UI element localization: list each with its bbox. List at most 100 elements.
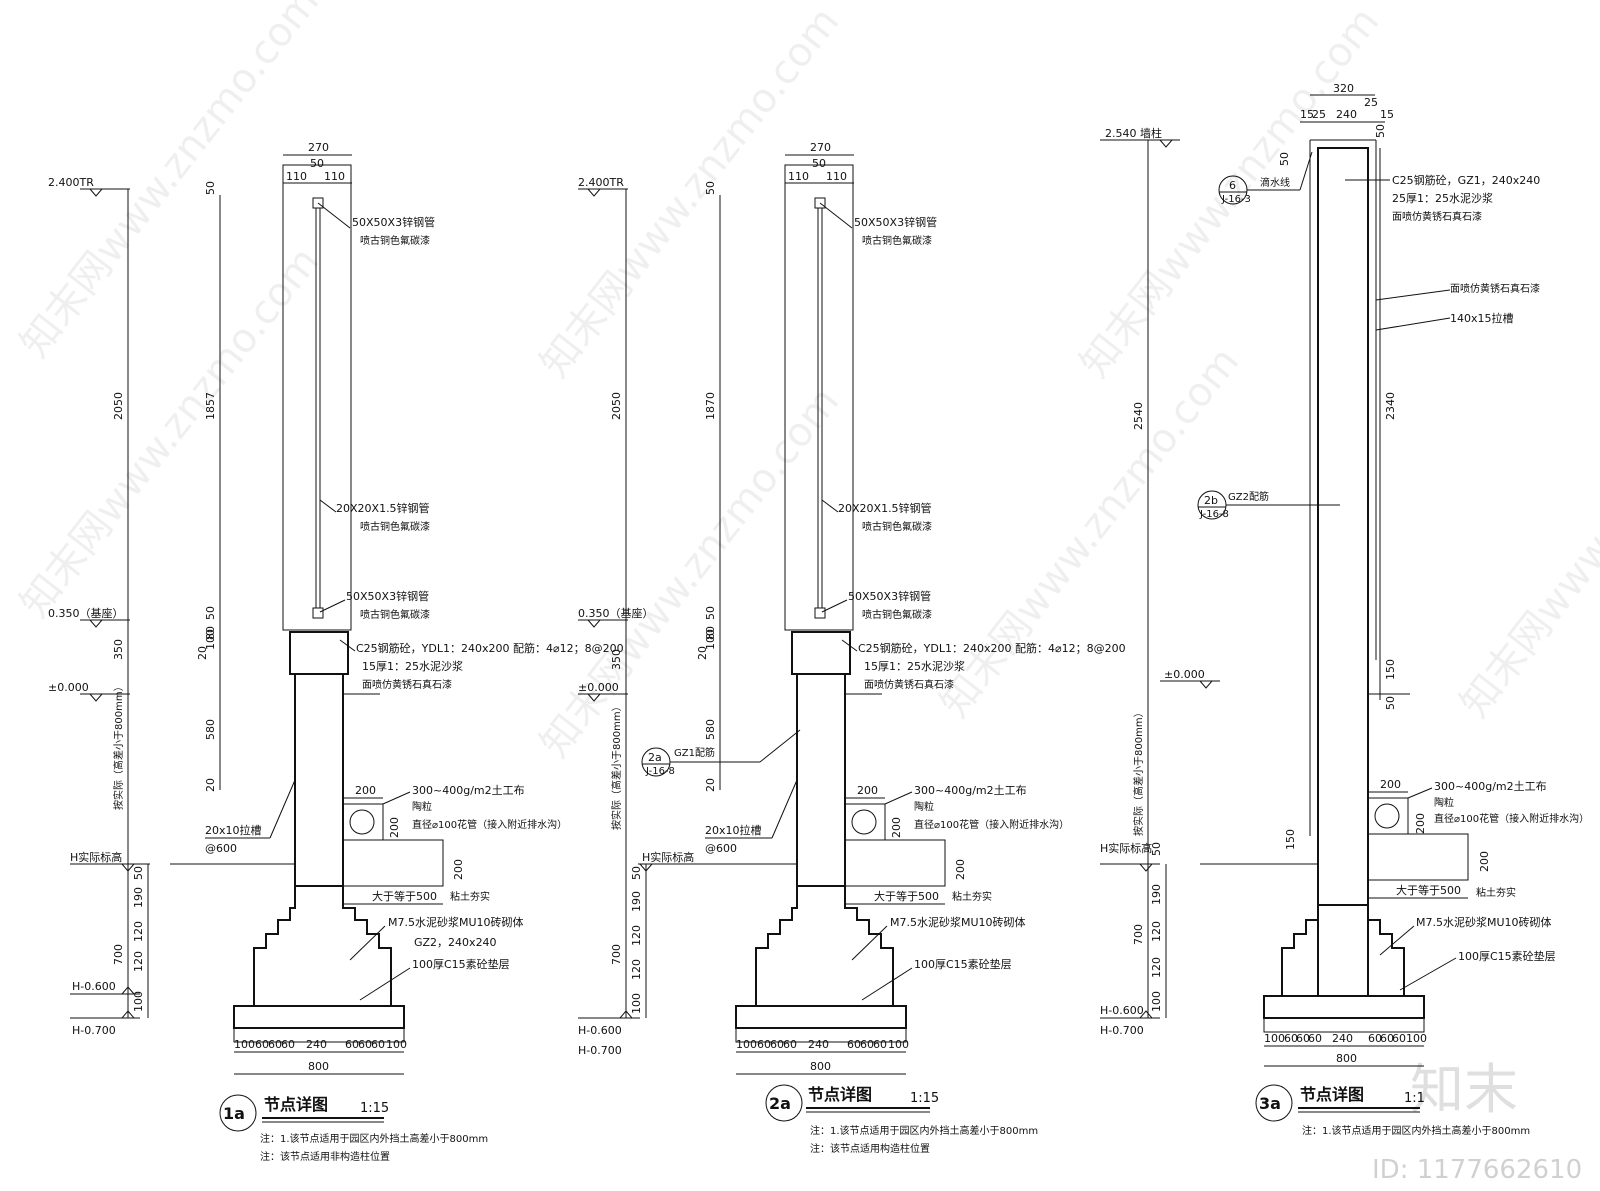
label-groove: 20x10拉槽 — [705, 823, 762, 837]
elevation-top: 2.400TR — [578, 176, 624, 189]
dim-varies: 按实际（高差小于800mm） — [1132, 707, 1145, 836]
right-dimension: 2340 150 50 150 — [1284, 148, 1397, 850]
dim-b-60b: 60 — [268, 1038, 282, 1051]
elevation-scale: 2.400TR 0.350（基座） ±0.000 H实际标高 H-0.600 H… — [48, 176, 150, 1037]
dim-rail-580: 580 — [704, 719, 717, 740]
label-top-tube: 50X50X3锌钢管 — [352, 215, 435, 229]
label-bottom-tube: 50X50X3锌钢管 — [848, 589, 931, 603]
dim-b-100b: 100 — [1406, 1032, 1427, 1045]
dim-350: 350 — [112, 639, 125, 660]
label-col: C25钢筋砼，GZ1，240x240 — [1392, 173, 1540, 187]
dim-200-vert: 200 — [388, 817, 401, 838]
dim-b-60b: 60 — [1296, 1032, 1310, 1045]
annotations: 50X50X3锌钢管 喷古铜色氟碳漆 20X20X1.5锌钢管 喷古铜色氟碳漆 … — [205, 202, 624, 1001]
ref6-sub: J-16-3 — [1221, 194, 1251, 205]
label-mortar: 25厚1：25水泥沙浆 — [1392, 191, 1493, 205]
label-geotextile: 300~400g/m2土工布 — [914, 784, 1027, 797]
dim-varies: 按实际（高差小于800mm） — [610, 701, 623, 830]
label-mortar: 15厚1：25水泥沙浆 — [864, 659, 965, 673]
dim-rail-100: 100 — [204, 629, 217, 650]
elevation-zero: ±0.000 — [1164, 668, 1205, 681]
dim-b-100b: 100 — [386, 1038, 407, 1051]
dim-b-60f: 60 — [1392, 1032, 1406, 1045]
label-top-tube: 50X50X3锌钢管 — [854, 215, 937, 229]
dim-stack-100: 100 — [630, 993, 643, 1014]
drain-pipe — [851, 809, 877, 835]
dim-b-60f: 60 — [873, 1038, 887, 1051]
brand-watermark: 知末 ID: 1177662610 — [1372, 1058, 1582, 1185]
label-width500: 大于等于500 — [372, 889, 437, 903]
label-mid-tube-paint: 喷古铜色氟碳漆 — [360, 520, 430, 533]
dim-b-60d: 60 — [1368, 1032, 1382, 1045]
concrete-cushion — [1263, 995, 1425, 1019]
dim-rail-20b: 20 — [704, 778, 717, 792]
detail-number: 2a — [769, 1094, 791, 1113]
dim-total: 2540 — [1132, 402, 1145, 430]
watermark-layer: 知末网www.znzmo.com 知末网www.znzmo.com 知末网www… — [12, 0, 1600, 766]
elevation-base: 0.350（基座） — [48, 606, 124, 620]
dim-150-left: 150 — [1284, 829, 1297, 850]
dim-b-60: 60 — [1284, 1032, 1298, 1045]
soil-base — [233, 1027, 405, 1043]
dim-stack-120: 120 — [630, 925, 643, 946]
dim-rail-50b: 50 — [204, 606, 217, 620]
railing — [784, 164, 854, 631]
detail-title: 1a 节点详图 1:15 注：1.该节点适用于园区内外挡土高差小于800mm 注… — [219, 1094, 488, 1163]
label-stone: 面喷仿黄锈石真石漆 — [864, 678, 954, 691]
label-brick: M7.5水泥砂浆MU10砖砌体 — [388, 915, 524, 929]
dim-rail-580: 580 — [204, 719, 217, 740]
dim-110: 110 — [286, 170, 307, 183]
dim-b-60e: 60 — [860, 1038, 874, 1051]
label-width500: 大于等于500 — [1396, 883, 1461, 897]
bottom-dimension: 100 60 60 60 240 60 60 60 100 800 — [1264, 1032, 1427, 1067]
annotations: 6 J-16-3 滴水线 C25钢筋砼，GZ1，240x240 25厚1：25水… — [1197, 151, 1589, 991]
dim-rail-1857: 1857 — [204, 392, 217, 420]
label-cushion: 100厚C15素砼垫层 — [412, 957, 510, 971]
label-compact: 粘土夯实 — [952, 890, 992, 903]
annotations: 50X50X3锌钢管 喷古铜色氟碳漆 20X20X1.5锌钢管 喷古铜色氟碳漆 … — [641, 202, 1126, 1001]
elevation-ground: H实际标高 — [1100, 841, 1152, 855]
dim-b-100: 100 — [1264, 1032, 1285, 1045]
label-beam: C25钢筋砼，YDL1：240x200 配筋：4⌀12；8@200 — [858, 641, 1126, 655]
soil-base — [735, 1027, 907, 1043]
dim-800: 800 — [1336, 1052, 1357, 1065]
elevation-top: 2.540 墙柱 — [1105, 126, 1162, 140]
dim-200-bed: 200 — [1478, 851, 1491, 872]
dim-800: 800 — [810, 1060, 831, 1073]
dim-350: 350 — [610, 649, 623, 670]
dim-200-bed: 200 — [954, 859, 967, 880]
dim-240: 240 — [1336, 108, 1357, 121]
dim-700: 700 — [112, 944, 125, 965]
dim-b-60f: 60 — [371, 1038, 385, 1051]
beam-cap — [289, 631, 349, 675]
dim-b-60e: 60 — [1380, 1032, 1394, 1045]
dim-b-60: 60 — [255, 1038, 269, 1051]
soil-base — [1263, 1017, 1425, 1033]
detail-1a: 2.400TR 0.350（基座） ±0.000 H实际标高 H-0.600 H… — [48, 141, 624, 1163]
dim-b-240: 240 — [1332, 1032, 1353, 1045]
label-groove: 20x10拉槽 — [205, 823, 262, 837]
railing — [282, 164, 352, 631]
label-mid-tube: 20X20X1.5锌钢管 — [336, 501, 430, 515]
detail-number: 3a — [1259, 1094, 1281, 1113]
dim-rail-20b: 20 — [204, 778, 217, 792]
dim-200-bed: 200 — [452, 859, 465, 880]
label-mortar: 15厚1：25水泥沙浆 — [362, 659, 463, 673]
gravel-bed — [1367, 833, 1469, 881]
dim-2340: 2340 — [1384, 392, 1397, 420]
ref2b-label: 2b — [1204, 494, 1218, 507]
elevation-top: 2.400TR — [48, 176, 94, 189]
detail-title: 2a 节点详图 1:15 注：1.该节点适用于园区内外挡土高差小于800mm 注… — [765, 1084, 1038, 1155]
elevation-h700: H-0.700 — [72, 1024, 116, 1037]
dim-50: 50 — [310, 157, 324, 170]
dim-270: 270 — [810, 141, 831, 154]
label-top-tube-paint: 喷古铜色氟碳漆 — [862, 234, 932, 247]
rail-dimension: 50 1857 50 80 100 20 580 20 — [196, 181, 221, 792]
dim-stack-50: 50 — [1150, 842, 1163, 856]
ref-bubble-sub: J-16-8 — [645, 766, 675, 777]
gravel-pack — [342, 803, 384, 841]
wall-body — [796, 673, 846, 887]
dim-stack-100: 100 — [1150, 991, 1163, 1012]
dim-b-240: 240 — [306, 1038, 327, 1051]
dim-b-60: 60 — [757, 1038, 771, 1051]
